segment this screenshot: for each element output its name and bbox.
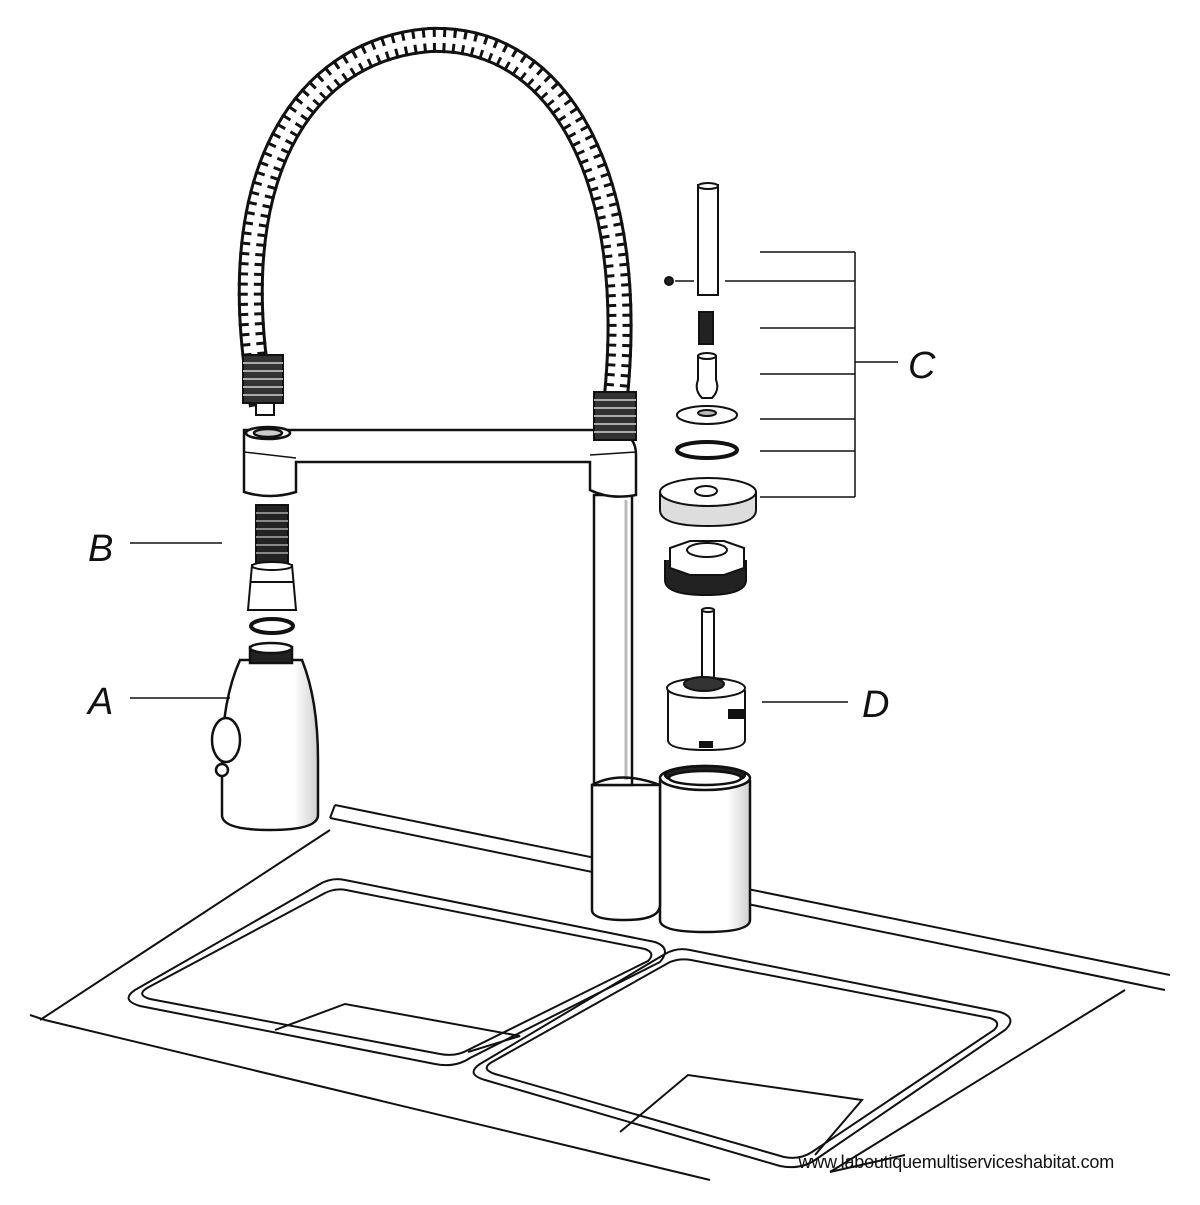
countertop: [29, 804, 1171, 1181]
leader-lines: [130, 251, 898, 703]
label-d: D: [862, 684, 890, 726]
right-sink-basin: [472, 948, 1012, 1169]
faucet-base: [631, 764, 752, 934]
part-c-diverter-parts: [659, 182, 757, 528]
source-url: www.laboutiquemultiserviceshabitat.com: [798, 1152, 1114, 1172]
left-sink-basin: [127, 878, 666, 1067]
part-a-spray-head: [210, 641, 320, 832]
label-a: A: [88, 681, 114, 723]
hose-left-fitting: [242, 354, 284, 416]
part-d-cartridge: [664, 540, 747, 752]
label-c: C: [908, 345, 936, 387]
part-b-hose-connector: [246, 504, 298, 635]
spring-hose: [237, 26, 633, 408]
spout-arm: [242, 425, 638, 498]
faucet-column: [590, 493, 662, 922]
label-b: B: [88, 528, 114, 570]
hose-right-fitting: [593, 391, 637, 441]
